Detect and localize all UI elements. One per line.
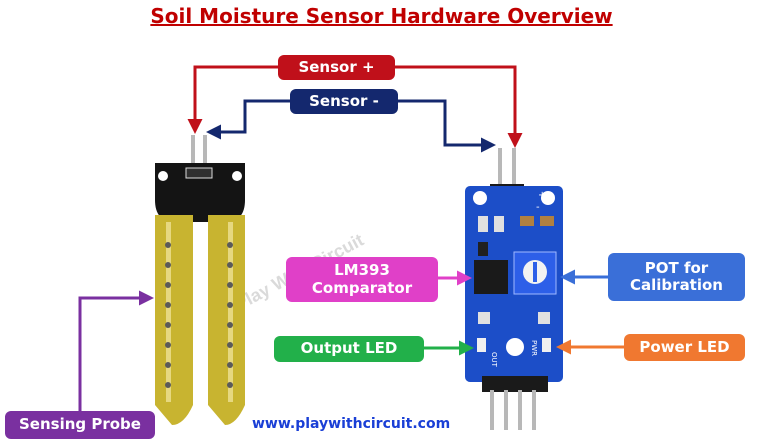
sensor-plus-line-left [187, 65, 278, 134]
website-url[interactable]: www.playwithcircuit.com [252, 416, 451, 432]
sensor-minus-line-left [206, 99, 290, 140]
probe-pin-1 [191, 135, 195, 171]
board-out-mark: OUT [490, 352, 498, 368]
sensor-plus-label: Sensor + [278, 55, 395, 80]
page-title: Soil Moisture Sensor Hardware Overview [150, 4, 613, 28]
module-hole-tr [541, 191, 555, 205]
lm393-comparator-label: LM393 Comparator [286, 257, 438, 302]
power-led-label: Power LED [624, 334, 745, 361]
pot-calibration-label: POT for Calibration [608, 253, 745, 301]
module-pin-top-1 [498, 148, 502, 190]
sensor-minus-line-right [398, 99, 496, 153]
probe-trace-right [228, 222, 233, 402]
sensing-probe-arrow [78, 290, 154, 411]
module-hole-center [506, 338, 524, 356]
pot-label-line1: POT for [644, 258, 709, 277]
sensing-probe-graphic [155, 135, 245, 425]
power-led-graphic [542, 338, 551, 352]
pot-label-line2: Calibration [630, 276, 723, 294]
probe-trace-left [166, 222, 171, 402]
lm393-label-line1: LM393 [334, 261, 390, 280]
sensing-probe-label: Sensing Probe [5, 411, 155, 439]
lm393-label-line2: Comparator [311, 278, 413, 297]
board-plus-mark: + [538, 190, 546, 201]
probe-header [155, 163, 245, 222]
output-led-label: Output LED [274, 336, 424, 362]
probe-pin-2 [203, 135, 207, 171]
probe-prong-right [208, 215, 245, 425]
sensor-minus-label: Sensor - [290, 89, 398, 114]
board-pwr-mark: PWR [530, 340, 538, 356]
module-board-graphic [465, 148, 563, 430]
probe-hole-right [232, 171, 242, 181]
probe-connector [185, 167, 213, 179]
probe-hole-left [158, 171, 168, 181]
module-pin-top-2 [512, 148, 516, 190]
sensor-plus-line-right [395, 65, 523, 148]
output-led-graphic [477, 338, 486, 352]
module-hole-tl [473, 191, 487, 205]
probe-prong-left [155, 215, 193, 425]
board-minus-mark: - [536, 202, 540, 213]
lm393-chip [474, 260, 508, 294]
